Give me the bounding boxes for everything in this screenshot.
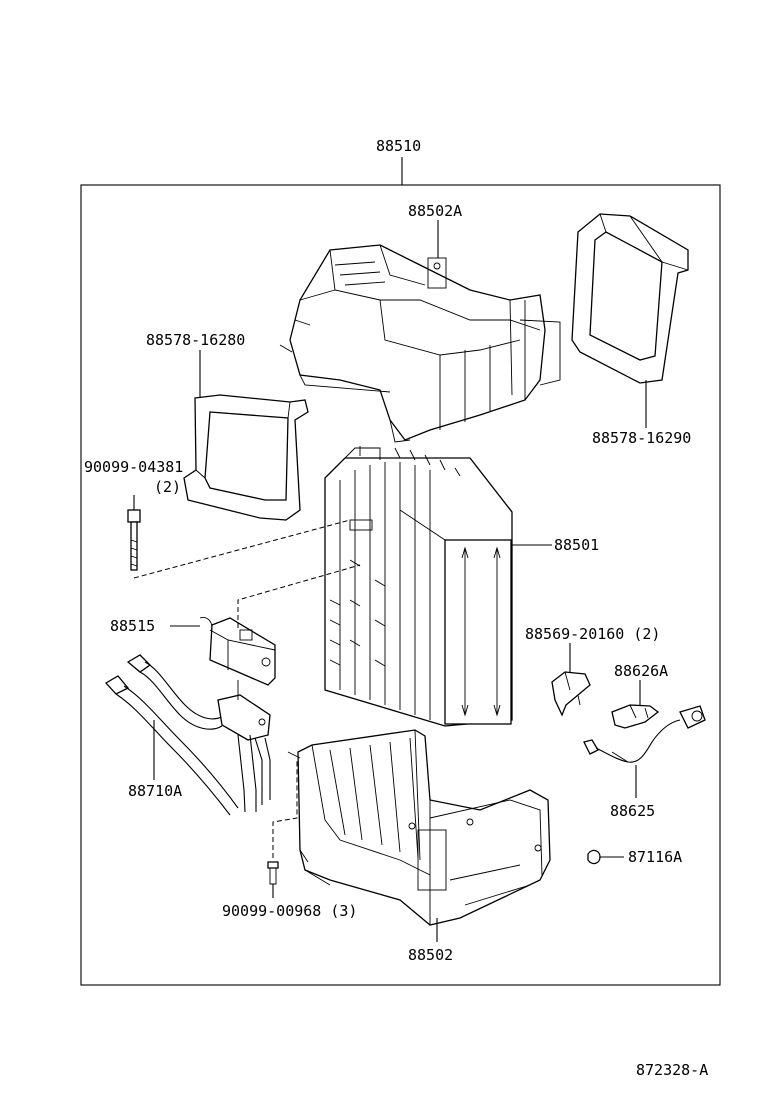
thermistor-part [583, 705, 706, 763]
label-seal-right: 88578-16290 [592, 429, 691, 447]
diagram-code: 872328-A [636, 1061, 708, 1079]
label-evaporator: 88501 [554, 536, 599, 554]
label-clip: 88569-20160 (2) [525, 625, 660, 643]
label-screw: 90099-00968 (3) [222, 902, 357, 920]
bracket-part [611, 704, 660, 729]
label-expansion-valve: 88515 [110, 617, 155, 635]
expansion-valve-part [199, 564, 361, 686]
label-upper-case: 88502A [408, 202, 462, 220]
label-assembly: 88510 [376, 137, 421, 155]
label-pipe: 88710A [128, 782, 182, 800]
clamp-part [587, 849, 601, 865]
label-thermistor: 88625 [610, 802, 655, 820]
evaporator-part [324, 446, 513, 727]
seal-left-part [183, 394, 309, 521]
label-bolt-qty: (2) [154, 478, 181, 496]
label-bracket: 88626A [614, 662, 668, 680]
label-bolt: 90099-04381 [84, 458, 183, 476]
bolt-part [127, 509, 351, 579]
seal-right-part [571, 213, 689, 384]
label-lower-case: 88502 [408, 946, 453, 964]
lower-case-part [287, 729, 551, 926]
assembly-frame [80, 184, 721, 986]
pipe-part [104, 654, 271, 816]
label-seal-left: 88578-16280 [146, 331, 245, 349]
label-clamp: 87116A [628, 848, 682, 866]
screw-part [267, 760, 298, 885]
clip-part [551, 671, 591, 717]
upper-case-part [279, 244, 561, 443]
